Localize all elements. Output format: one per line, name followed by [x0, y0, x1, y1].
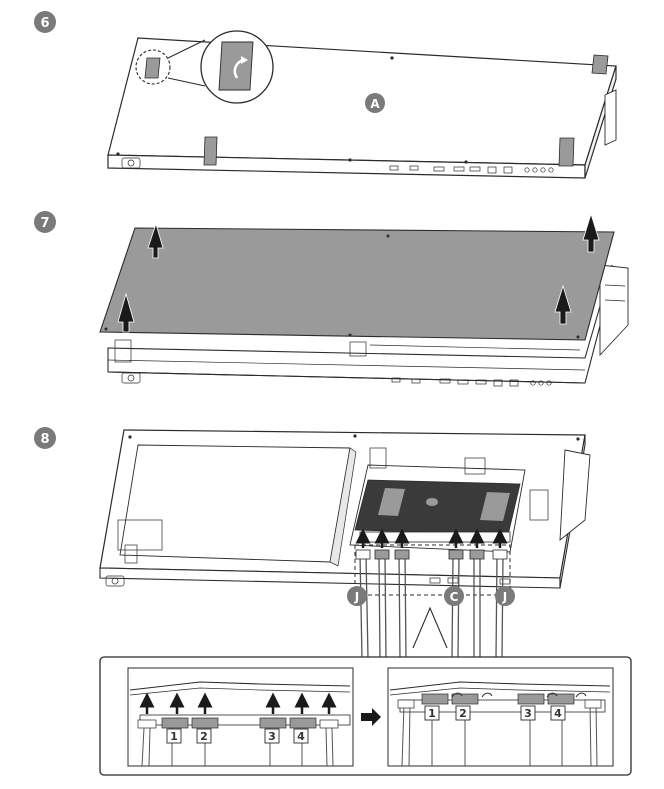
callout-j-right-badge: J [495, 586, 515, 606]
inset-after-number-2: 2 [455, 705, 471, 721]
svg-text:J: J [502, 590, 507, 604]
callout-c-badge: C [444, 586, 464, 606]
svg-text:1: 1 [170, 730, 178, 743]
svg-text:3: 3 [268, 730, 276, 743]
lift-arrows [117, 212, 600, 333]
inset-after-number-4: 4 [550, 705, 566, 721]
svg-text:C: C [450, 590, 459, 604]
svg-text:J: J [354, 590, 359, 604]
step-8-open-chassis [99, 429, 591, 589]
step-6-device-cover-closed [107, 37, 617, 179]
inset-before [127, 667, 354, 767]
svg-text:2: 2 [459, 707, 467, 720]
inset-before-number-4: 4 [293, 728, 309, 744]
svg-text:A: A [370, 97, 380, 111]
svg-text:2: 2 [200, 730, 208, 743]
inset-after [387, 667, 614, 767]
step-6-badge: 6 [34, 11, 56, 33]
svg-text:4: 4 [554, 707, 562, 720]
svg-text:3: 3 [524, 707, 532, 720]
step-6-tab-magnifier [135, 30, 274, 104]
inset-before-number-1: 1 [166, 728, 182, 744]
svg-text:8: 8 [40, 432, 49, 447]
inset-after-number-1: 1 [424, 705, 440, 721]
svg-text:6: 6 [40, 16, 49, 31]
inset-before-number-3: 3 [264, 728, 280, 744]
inset-before-number-2: 2 [196, 728, 212, 744]
callout-a-badge: A [365, 93, 385, 113]
callout-j-left-badge: J [347, 586, 367, 606]
step-7-badge: 7 [34, 211, 56, 233]
svg-text:1: 1 [428, 707, 436, 720]
transition-arrow-icon [361, 708, 381, 726]
inset-after-number-3: 3 [520, 705, 536, 721]
step-8-badge: 8 [34, 427, 56, 449]
svg-text:4: 4 [297, 730, 305, 743]
step-7-chassis-open [107, 264, 629, 387]
step-7-gray-cover-lifted [99, 227, 615, 341]
cable-disconnect-arrows [355, 528, 508, 548]
svg-text:7: 7 [40, 216, 49, 231]
cable-bundles [354, 544, 511, 659]
